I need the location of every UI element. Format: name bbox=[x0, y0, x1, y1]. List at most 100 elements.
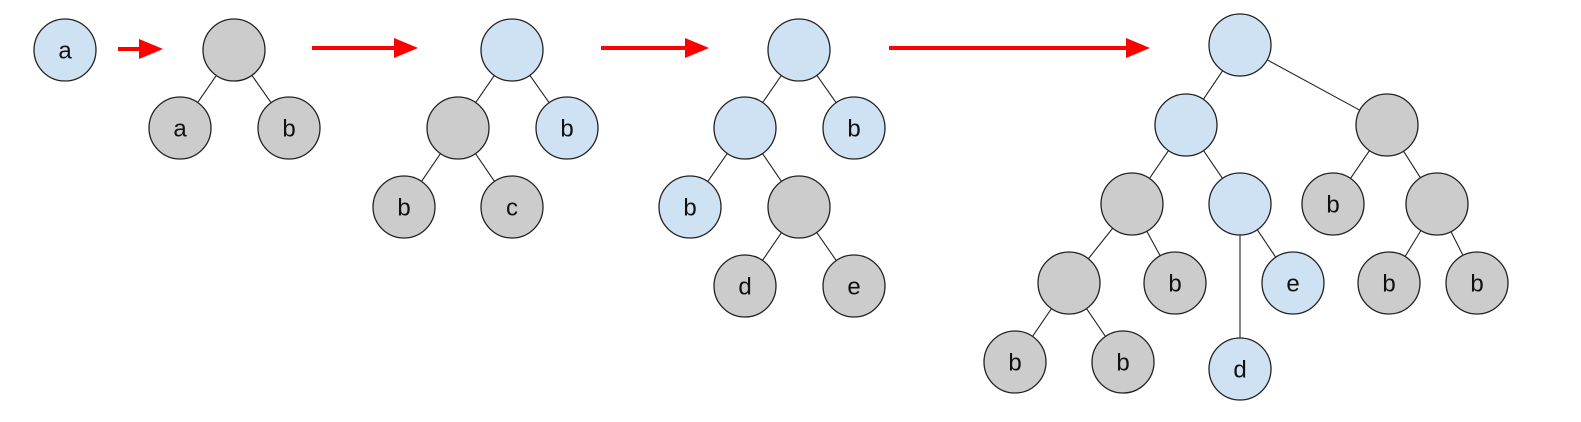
tree-node bbox=[1208, 13, 1272, 77]
node-circle bbox=[983, 330, 1047, 394]
node-label: a bbox=[58, 38, 72, 65]
node-circle bbox=[1143, 251, 1207, 315]
node-circle bbox=[658, 175, 722, 239]
tree-node: e bbox=[822, 254, 886, 318]
tree-edge bbox=[762, 75, 782, 103]
transition-arrow bbox=[312, 38, 418, 58]
tree-node bbox=[1405, 172, 1469, 236]
tree-edge bbox=[197, 75, 217, 103]
tree-node: b bbox=[1301, 172, 1365, 236]
node-circle bbox=[822, 96, 886, 160]
transition-arrow bbox=[601, 38, 709, 58]
tree-node: a bbox=[33, 18, 97, 82]
node-circle bbox=[767, 18, 831, 82]
tree-node: b bbox=[372, 175, 436, 239]
tree-edge bbox=[1266, 59, 1361, 111]
arrow-head-icon bbox=[139, 39, 163, 59]
tree-edge bbox=[1149, 150, 1169, 179]
tree-edge bbox=[529, 75, 550, 103]
node-label: b bbox=[1382, 271, 1395, 298]
tree-edge bbox=[421, 153, 441, 182]
node-circle bbox=[1100, 172, 1164, 236]
tree-edge bbox=[475, 153, 495, 182]
node-circle bbox=[1355, 93, 1419, 157]
tree-node bbox=[767, 175, 831, 239]
tree-node: c bbox=[480, 175, 544, 239]
node-circle bbox=[1208, 13, 1272, 77]
node-label: b bbox=[397, 195, 410, 222]
node-label: c bbox=[506, 195, 518, 222]
node-circle bbox=[1154, 93, 1218, 157]
tree-node: b bbox=[1091, 330, 1155, 394]
node-circle bbox=[822, 254, 886, 318]
arrows-layer bbox=[118, 38, 1150, 59]
tree-node: b bbox=[1143, 251, 1207, 315]
tree-node bbox=[1355, 93, 1419, 157]
node-label: b bbox=[1470, 271, 1483, 298]
tree-edge bbox=[1350, 150, 1370, 179]
tree-edge bbox=[762, 153, 782, 182]
node-label: d bbox=[738, 274, 751, 301]
node-circle bbox=[1261, 251, 1325, 315]
tree-node: d bbox=[713, 254, 777, 318]
tree-node bbox=[426, 96, 490, 160]
tree-edge bbox=[1032, 308, 1052, 337]
tree-node: d bbox=[1208, 337, 1272, 401]
tree-node bbox=[1037, 251, 1101, 315]
arrow-head-icon bbox=[1126, 38, 1150, 58]
node-circle bbox=[1208, 172, 1272, 236]
node-circle bbox=[767, 175, 831, 239]
node-circle bbox=[1357, 251, 1421, 315]
node-label: b bbox=[683, 195, 696, 222]
tree-edge bbox=[816, 232, 837, 261]
node-circle bbox=[1445, 251, 1509, 315]
node-label: e bbox=[1286, 271, 1299, 298]
node-circle bbox=[257, 96, 321, 160]
node-circle bbox=[1301, 172, 1365, 236]
tree-edge bbox=[1404, 230, 1422, 257]
tree-edge bbox=[707, 153, 728, 182]
tree-node bbox=[713, 96, 777, 160]
tree-edge bbox=[1450, 231, 1464, 256]
tree-node: b bbox=[983, 330, 1047, 394]
tree-step-4: b b e b b b b d bbox=[983, 13, 1509, 401]
tree-node: b bbox=[822, 96, 886, 160]
node-label: b bbox=[1008, 350, 1021, 377]
tree-node bbox=[1100, 172, 1164, 236]
tree-step-3: b b d e bbox=[658, 18, 886, 318]
tree-node bbox=[480, 18, 544, 82]
tree-node: e bbox=[1261, 251, 1325, 315]
transition-arrow bbox=[889, 38, 1150, 58]
node-circle bbox=[1208, 337, 1272, 401]
tree-edge bbox=[1403, 150, 1421, 179]
node-circle bbox=[1091, 330, 1155, 394]
tree-node bbox=[202, 18, 266, 82]
tree-edge bbox=[1086, 308, 1106, 337]
node-label: b bbox=[1116, 350, 1129, 377]
tree-node: b bbox=[535, 96, 599, 160]
edges-layer bbox=[197, 59, 1464, 338]
node-circle bbox=[480, 175, 544, 239]
arrow-head-icon bbox=[394, 38, 418, 58]
node-circle bbox=[202, 18, 266, 82]
tree-edge bbox=[475, 75, 495, 103]
arrow-head-icon bbox=[685, 38, 709, 58]
node-label: b bbox=[847, 116, 860, 143]
tree-edge bbox=[816, 75, 837, 103]
node-label: a bbox=[173, 116, 187, 143]
tree-edge bbox=[1202, 70, 1224, 100]
tree-node: b bbox=[257, 96, 321, 160]
node-label: b bbox=[282, 116, 295, 143]
tree-edge bbox=[1256, 229, 1277, 258]
transition-arrow bbox=[118, 39, 163, 59]
node-circle bbox=[480, 18, 544, 82]
node-label: b bbox=[1326, 192, 1339, 219]
node-circle bbox=[33, 18, 97, 82]
node-circle bbox=[1037, 251, 1101, 315]
tree-edge bbox=[762, 232, 782, 261]
node-label: d bbox=[1233, 357, 1246, 384]
node-label: e bbox=[847, 274, 860, 301]
